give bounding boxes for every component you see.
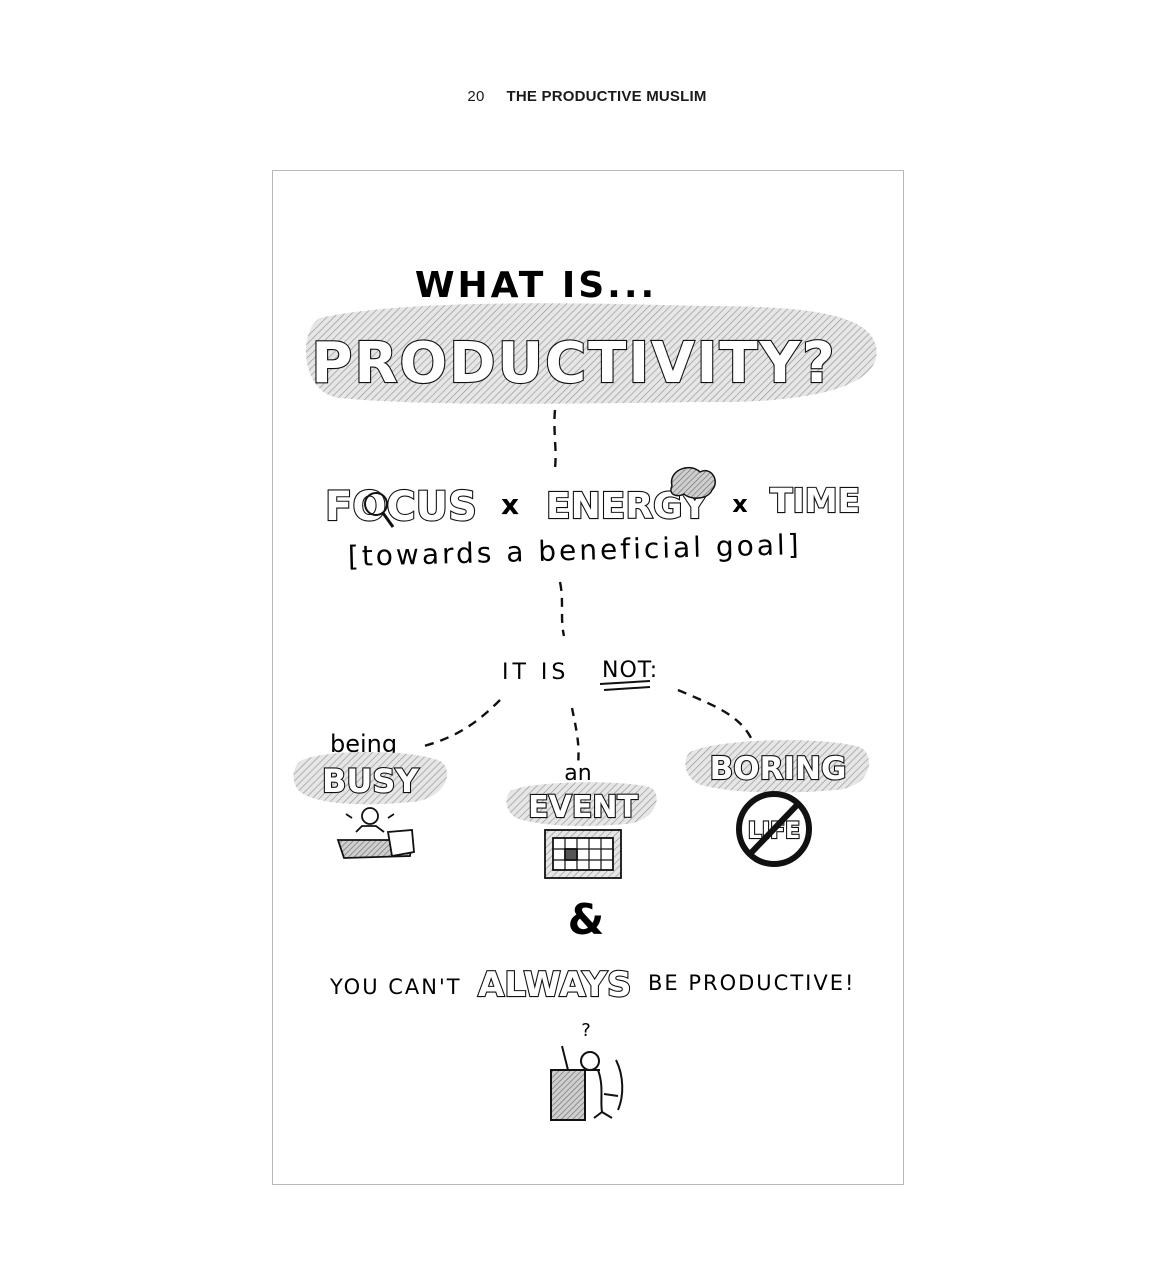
no-life-icon: LIFE	[736, 791, 812, 867]
formula-time: TIME	[770, 481, 860, 520]
formula-times-1: x	[501, 488, 519, 521]
connector-line	[553, 409, 557, 469]
book-title: THE PRODUCTIVE MUSLIM	[506, 88, 707, 105]
closing-part-2: BE PRODUCTIVE!	[648, 971, 855, 995]
boring-badge	[685, 740, 870, 793]
underline	[603, 686, 651, 691]
heading-small: WHAT IS...	[415, 265, 657, 306]
item-2-big: EVENT	[528, 790, 638, 825]
item-2-small: an	[564, 761, 591, 786]
busy-badge	[293, 751, 448, 805]
branch-line-right	[677, 688, 754, 741]
running-head: 20 THE PRODUCTIVE MUSLIM	[0, 88, 1174, 105]
question-mark: ?	[581, 1020, 591, 1041]
magnifier-icon	[364, 492, 388, 516]
tired-person-icon	[550, 1045, 624, 1121]
branch-line-left	[423, 699, 501, 748]
busy-person-icon	[336, 807, 415, 859]
ampersand: &	[568, 895, 605, 944]
it-is-not-word: NOT:	[602, 658, 658, 683]
connector-line	[558, 581, 566, 637]
productivity-banner	[306, 303, 877, 404]
heading-big: PRODUCTIVITY?	[311, 331, 836, 396]
calendar-icon	[544, 829, 622, 879]
branch-line-middle	[570, 707, 580, 765]
illustration-frame	[272, 170, 904, 1185]
item-3-big: BORING	[710, 751, 847, 787]
item-1-big: BUSY	[322, 762, 419, 800]
closing-emphasis: ALWAYS	[478, 965, 631, 1005]
formula-note: [towards a beneficial goal]	[347, 528, 802, 573]
event-badge	[506, 782, 657, 826]
it-is-not-prefix: IT IS	[502, 660, 569, 685]
energy-cloud-icon	[670, 466, 716, 499]
magnifier-handle	[381, 512, 395, 528]
page-number: 20	[467, 88, 485, 105]
closing-part-1: YOU CAN'T	[329, 975, 462, 999]
formula-times-2: x	[732, 490, 748, 518]
formula-focus: FOCUS	[325, 484, 477, 530]
underline	[599, 680, 651, 685]
